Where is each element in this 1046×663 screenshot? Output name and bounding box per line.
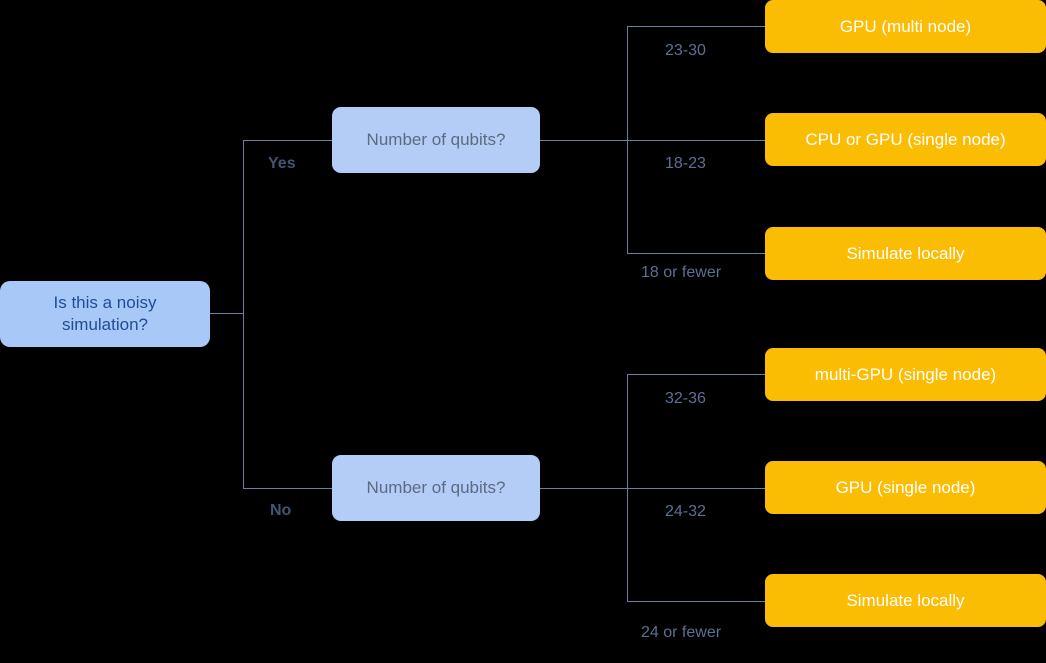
- edge-label-yes-option-3: 18 or fewer: [641, 264, 722, 281]
- connector-yes-option-1: [627, 26, 766, 27]
- connector-no-node-to-spine: [540, 488, 628, 489]
- connector-trunk-to-yes-node: [243, 140, 332, 141]
- connector-no-option-3: [627, 601, 766, 602]
- edge-label-yes: Yes: [268, 155, 296, 172]
- result-node-gpu-single-node[interactable]: GPU (single node): [765, 461, 1046, 514]
- connector-yes-node-to-spine: [540, 140, 628, 141]
- result-node-simulate-locally-yes[interactable]: Simulate locally: [765, 227, 1046, 280]
- edge-label-yes-option-1: 23-30: [665, 42, 706, 59]
- connector-yes-option-2: [627, 140, 766, 141]
- edge-label-yes-option-2: 18-23: [665, 155, 706, 172]
- decision-node-qubits-no[interactable]: Number of qubits?: [332, 455, 540, 521]
- connector-root-to-trunk: [210, 313, 243, 314]
- edge-label-no: No: [270, 502, 292, 519]
- edge-label-no-option-1: 32-36: [665, 390, 706, 407]
- connector-no-option-2: [627, 488, 766, 489]
- result-node-cpu-or-gpu-single-node[interactable]: CPU or GPU (single node): [765, 113, 1046, 166]
- root-node-noisy-simulation[interactable]: Is this a noisy simulation?: [0, 281, 210, 347]
- decision-node-qubits-yes[interactable]: Number of qubits?: [332, 107, 540, 173]
- connector-yes-option-3: [627, 253, 766, 254]
- connector-no-option-1: [627, 374, 766, 375]
- result-node-gpu-multi-node[interactable]: GPU (multi node): [765, 0, 1046, 53]
- connector-trunk-to-no-node: [243, 488, 332, 489]
- edge-label-no-option-3: 24 or fewer: [641, 624, 722, 641]
- edge-label-no-option-2: 24-32: [665, 503, 706, 520]
- result-node-multi-gpu-single-node[interactable]: multi-GPU (single node): [765, 348, 1046, 401]
- result-node-simulate-locally-no[interactable]: Simulate locally: [765, 574, 1046, 627]
- connector-main-trunk: [243, 140, 244, 489]
